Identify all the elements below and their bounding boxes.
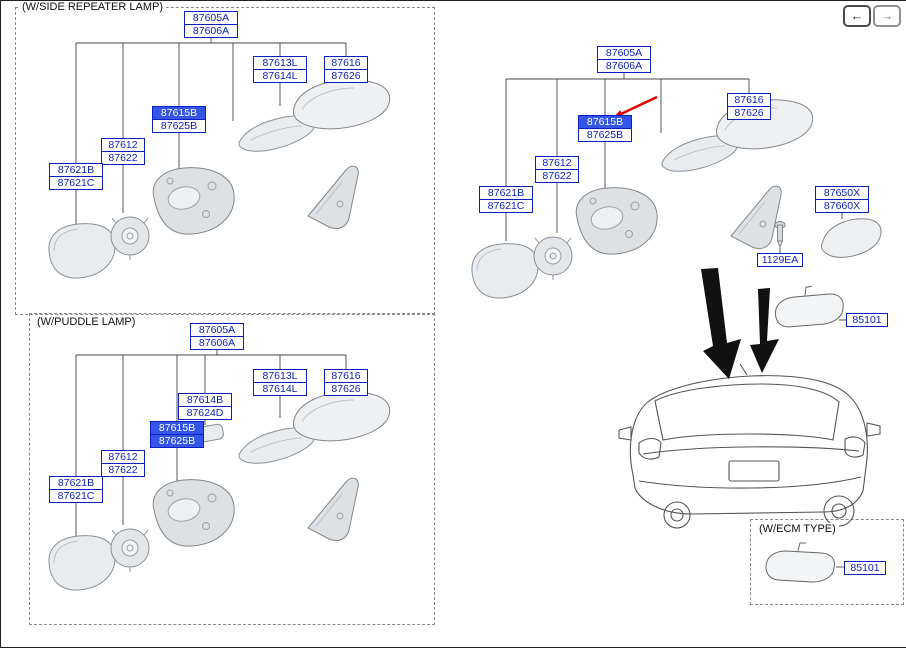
part-label[interactable]: 87616 87626 <box>324 369 368 396</box>
part-label[interactable]: 1129EA <box>757 253 803 267</box>
part-number[interactable]: 87613L <box>262 370 298 382</box>
part-label[interactable]: 87612 87622 <box>101 138 145 165</box>
part-number[interactable]: 87650X <box>823 187 861 199</box>
part-number[interactable]: 87614L <box>254 69 306 82</box>
part-number[interactable]: 87621B <box>57 477 95 489</box>
part-number[interactable]: 87614B <box>186 394 224 406</box>
part-number[interactable]: 87612 <box>108 451 138 463</box>
part-number[interactable]: 87612 <box>542 157 572 169</box>
part-number[interactable]: 87622 <box>102 463 144 476</box>
part-number[interactable]: 87615B <box>153 107 205 119</box>
part-number[interactable]: 87625B <box>151 434 203 447</box>
part-label[interactable]: 85101 <box>846 313 888 327</box>
part-number[interactable]: 87621C <box>50 489 102 502</box>
part-number[interactable]: 87615B <box>151 422 203 434</box>
part-label-highlighted[interactable]: 87615B 87625B <box>578 115 632 142</box>
part-number[interactable]: 87614L <box>254 382 306 395</box>
part-label[interactable]: 87605A 87606A <box>184 11 238 38</box>
side-repeater-section-box <box>15 7 435 315</box>
puddle-lamp-section-box <box>29 313 435 625</box>
part-number[interactable]: 87622 <box>102 151 144 164</box>
part-number[interactable]: 87615B <box>579 116 631 128</box>
interior-mirror-main <box>771 281 847 332</box>
part-number[interactable]: 87616 <box>331 57 361 69</box>
part-number[interactable]: 87613L <box>262 57 298 69</box>
part-number[interactable]: 87616 <box>331 370 361 382</box>
part-label[interactable]: 87621B 87621C <box>479 186 533 213</box>
part-label[interactable]: 85101 <box>844 561 886 575</box>
part-label[interactable]: 87621B 87621C <box>49 163 103 190</box>
part-label[interactable]: 87613L 87614L <box>253 56 307 83</box>
mirror-cap-part <box>820 218 882 258</box>
part-number[interactable]: 87621B <box>487 187 525 199</box>
part-number[interactable]: 87621C <box>50 176 102 189</box>
part-number[interactable]: 87626 <box>728 106 770 119</box>
part-label[interactable]: 87613L 87614L <box>253 369 307 396</box>
part-number[interactable]: 1129EA <box>761 254 799 266</box>
back-button[interactable]: ← <box>843 5 871 27</box>
part-label[interactable]: 87616 87626 <box>727 93 771 120</box>
forward-button[interactable]: → <box>873 5 901 27</box>
part-number[interactable]: 87660X <box>816 199 868 212</box>
part-label[interactable]: 87614B 87624D <box>178 393 232 420</box>
section-title-ecm: (W/ECM TYPE) <box>756 523 839 535</box>
part-number[interactable]: 87606A <box>598 59 650 72</box>
car-illustration <box>618 363 881 529</box>
part-number[interactable]: 87624D <box>179 406 231 419</box>
part-number[interactable]: 87622 <box>536 169 578 182</box>
part-number[interactable]: 87616 <box>734 94 764 106</box>
section-title-puddle: (W/PUDDLE LAMP) <box>34 316 139 328</box>
part-number[interactable]: 87626 <box>325 69 367 82</box>
part-label[interactable]: 87612 87622 <box>101 450 145 477</box>
part-label-highlighted[interactable]: 87615B 87625B <box>152 106 206 133</box>
part-label[interactable]: 87612 87622 <box>535 156 579 183</box>
part-label[interactable]: 87605A 87606A <box>597 46 651 73</box>
part-number[interactable]: 87626 <box>325 382 367 395</box>
part-label-highlighted[interactable]: 87615B 87625B <box>150 421 204 448</box>
part-label[interactable]: 87650X 87660X <box>815 186 869 213</box>
part-number[interactable]: 87625B <box>153 119 205 132</box>
part-label[interactable]: 87616 87626 <box>324 56 368 83</box>
part-number[interactable]: 87605A <box>605 47 643 59</box>
part-label[interactable]: 87621B 87621C <box>49 476 103 503</box>
mirror-location-arrows <box>701 268 779 379</box>
part-number[interactable]: 85101 <box>852 314 882 326</box>
part-number[interactable]: 87605A <box>192 12 230 24</box>
part-label[interactable]: 87605A 87606A <box>190 323 244 350</box>
part-number[interactable]: 87621B <box>57 164 95 176</box>
part-number[interactable]: 87625B <box>579 128 631 141</box>
part-number[interactable]: 87606A <box>185 24 237 37</box>
part-number[interactable]: 87606A <box>191 336 243 349</box>
part-number[interactable]: 87612 <box>108 139 138 151</box>
leader-lines-main <box>505 72 846 321</box>
bolt-part <box>774 221 786 249</box>
part-number[interactable]: 87605A <box>198 324 236 336</box>
section-title-side-repeater: (W/SIDE REPEATER LAMP) <box>19 1 166 13</box>
part-number[interactable]: 85101 <box>850 562 880 574</box>
part-number[interactable]: 87621C <box>480 199 532 212</box>
